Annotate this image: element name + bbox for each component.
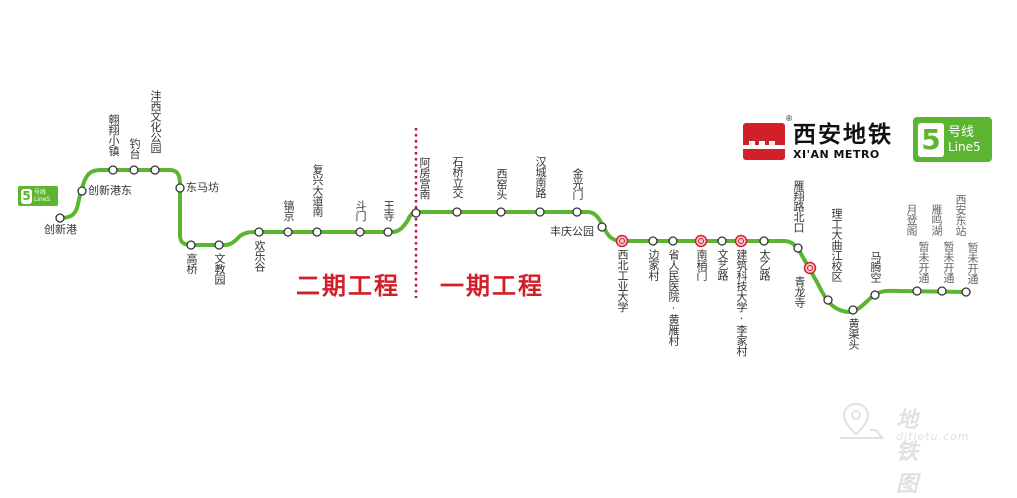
line-number: 5 [21, 188, 32, 204]
map-pin-icon [840, 402, 884, 439]
station-marker[interactable] [597, 222, 607, 232]
station-label[interactable]: 复兴大道南 [311, 164, 324, 217]
station-marker[interactable] [961, 287, 971, 297]
station-label[interactable]: 太乙路 [758, 249, 771, 281]
station-label[interactable]: 黄渠头 [847, 318, 860, 350]
station-marker[interactable] [572, 207, 582, 217]
station-label[interactable]: 雁翔路北口 [792, 180, 805, 233]
line-label-en: Line5 [34, 196, 51, 203]
station-marker[interactable] [214, 240, 224, 250]
phase-1-label: 一期工程 [440, 272, 544, 300]
station-label[interactable]: 月登阁 [905, 204, 918, 236]
station-label[interactable]: 理工大曲江校区 [830, 208, 843, 282]
metro-logo-icon [743, 123, 785, 160]
station-marker[interactable] [648, 236, 658, 246]
station-marker[interactable] [759, 236, 769, 246]
station-label[interactable]: 金光门 [571, 168, 584, 200]
station-marker[interactable] [793, 243, 803, 253]
station-label[interactable]: 文艺路 [716, 249, 729, 281]
line-badge: 5 号线 Line5 [913, 117, 992, 162]
station-label[interactable]: 欢乐谷 [253, 240, 266, 272]
watermark-cn: 地铁图 [896, 408, 920, 497]
station-label[interactable]: 创新港 [44, 223, 77, 236]
station-label[interactable]: 南稍门 [695, 249, 708, 281]
station-label[interactable]: 西安东站 [954, 194, 967, 236]
station-marker[interactable] [283, 227, 293, 237]
station-marker[interactable] [823, 295, 833, 305]
station-marker[interactable] [937, 286, 947, 296]
station-marker[interactable] [186, 240, 196, 250]
station-marker[interactable] [496, 207, 506, 217]
station-label[interactable]: 高桥 [185, 253, 198, 274]
xian-metro-logo: 西安地铁 XI'AN METRO [743, 122, 893, 161]
station-marker[interactable] [912, 286, 922, 296]
brand-name-en: XI'AN METRO [793, 148, 880, 161]
station-label[interactable]: 石桥立交 [451, 156, 464, 198]
station-marker[interactable] [312, 227, 322, 237]
station-label[interactable]: 沣西文化公园 [149, 90, 162, 153]
station-marker[interactable] [535, 207, 545, 217]
station-label[interactable]: 钓台 [128, 138, 141, 159]
station-label[interactable]: 阿房宫南 [418, 157, 431, 199]
station-marker[interactable] [411, 208, 421, 218]
metro-line-map [55, 128, 971, 315]
station-label[interactable]: 省人民医院·黄雁村 [667, 249, 680, 346]
station-label[interactable]: 丰庆公园 [550, 225, 594, 238]
line-label-cn: 号线 [34, 189, 47, 196]
station-marker[interactable] [870, 290, 880, 300]
station-label[interactable]: 边家村 [647, 249, 660, 281]
station-marker[interactable] [848, 305, 858, 315]
transfer-station-marker[interactable] [734, 234, 748, 248]
station-marker[interactable] [355, 227, 365, 237]
transfer-station-marker[interactable] [803, 261, 817, 275]
station-marker[interactable] [668, 236, 678, 246]
station-marker[interactable] [175, 183, 185, 193]
registered-mark: ® [785, 114, 793, 123]
line-label-en-big: Line5 [948, 139, 981, 154]
station-label[interactable]: 西窑头 [495, 168, 508, 200]
station-marker[interactable] [452, 207, 462, 217]
station-label[interactable]: 斗门 [354, 200, 367, 221]
line-number-big: 5 [918, 122, 944, 157]
station-label[interactable]: 西北工业大学 [616, 249, 629, 312]
watermark-en: ditietu.com [896, 430, 970, 443]
station-label[interactable]: 文教园 [213, 253, 226, 285]
station-marker[interactable] [77, 186, 87, 196]
station-marker[interactable] [55, 213, 65, 223]
station-label[interactable]: 马腾空 [869, 251, 882, 283]
station-marker[interactable] [108, 165, 118, 175]
station-label[interactable]: 东马坊 [186, 181, 219, 194]
station-label[interactable]: 镐京 [282, 200, 295, 221]
line-badge-start: 5 号线 Line5 [18, 186, 58, 206]
station-marker[interactable] [254, 227, 264, 237]
brand-name-cn: 西安地铁 [793, 122, 893, 148]
phase-2-label: 二期工程 [296, 272, 400, 300]
transfer-station-marker[interactable] [694, 234, 708, 248]
station-label[interactable]: 翱翔小镇 [107, 114, 120, 156]
station-marker[interactable] [129, 165, 139, 175]
station-marker[interactable] [717, 236, 727, 246]
station-label[interactable]: 雁鸣湖 [930, 204, 943, 236]
station-label[interactable]: 王寺 [382, 200, 395, 221]
not-open-note: 暂未开通 [942, 241, 955, 283]
watermark: 地铁图 ditietu.com [838, 400, 968, 497]
station-label[interactable]: 建筑科技大学·李家村 [735, 249, 748, 356]
station-marker[interactable] [150, 165, 160, 175]
station-label[interactable]: 青龙寺 [793, 276, 806, 308]
not-open-note: 暂未开通 [917, 241, 930, 283]
station-label[interactable]: 创新港东 [88, 184, 132, 197]
line-label-cn-big: 号线 [948, 124, 975, 140]
not-open-note: 暂未开通 [966, 242, 979, 284]
transfer-station-marker[interactable] [615, 234, 629, 248]
station-label[interactable]: 汉城南路 [534, 156, 547, 198]
station-marker[interactable] [383, 227, 393, 237]
